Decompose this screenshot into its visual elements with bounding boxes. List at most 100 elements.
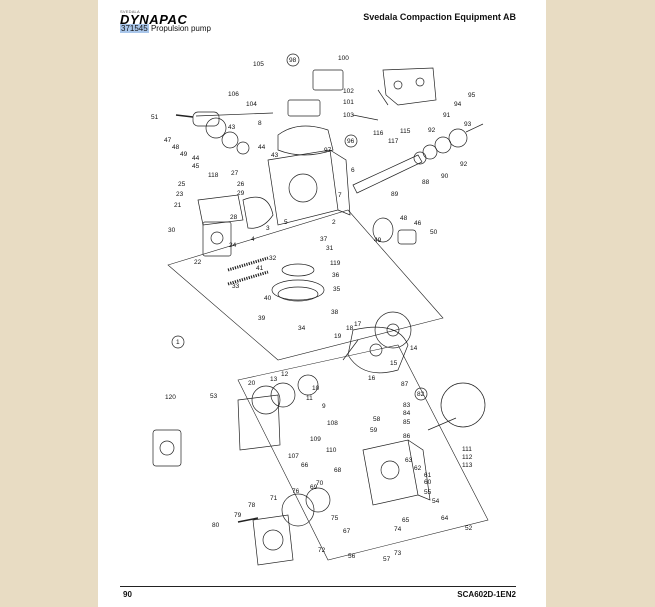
svg-text:88: 88 (422, 179, 430, 186)
svg-text:109: 109 (310, 436, 321, 443)
svg-text:90: 90 (441, 173, 449, 180)
svg-text:21: 21 (174, 202, 182, 209)
svg-text:102: 102 (343, 88, 354, 95)
svg-text:48: 48 (400, 215, 408, 222)
svg-text:45: 45 (192, 163, 200, 170)
svg-text:8: 8 (258, 120, 262, 127)
footer-rule (120, 586, 516, 587)
svg-text:105: 105 (253, 61, 264, 68)
svg-text:108: 108 (327, 420, 338, 427)
svg-text:7: 7 (338, 192, 342, 199)
svg-text:27: 27 (231, 170, 239, 177)
svg-text:106: 106 (228, 91, 239, 98)
svg-text:51: 51 (151, 114, 159, 121)
svg-text:36: 36 (332, 272, 340, 279)
svg-text:48: 48 (172, 144, 180, 151)
svg-text:120: 120 (165, 394, 176, 401)
svg-text:38: 38 (331, 309, 339, 316)
svg-text:117: 117 (388, 138, 399, 145)
brand-tagline: SVEDALA (120, 9, 140, 14)
svg-text:22: 22 (194, 259, 202, 266)
svg-text:40: 40 (264, 295, 272, 302)
svg-text:55: 55 (424, 489, 432, 496)
circled-82: 82 (417, 391, 425, 398)
svg-text:30: 30 (168, 227, 176, 234)
svg-text:69: 69 (310, 484, 318, 491)
svg-text:34: 34 (298, 325, 306, 332)
svg-text:118: 118 (208, 172, 219, 179)
svg-text:67: 67 (343, 528, 351, 535)
svg-text:13: 13 (270, 376, 278, 383)
doc-code: SCA602D-1EN2 (457, 590, 516, 599)
svg-text:86: 86 (403, 433, 411, 440)
svg-text:41: 41 (256, 265, 264, 272)
svg-text:91: 91 (443, 112, 451, 119)
svg-text:12: 12 (281, 371, 289, 378)
svg-text:103: 103 (343, 112, 354, 119)
svg-text:18: 18 (346, 325, 354, 332)
svg-text:71: 71 (270, 495, 278, 502)
exploded-parts-diagram: 105 100 106 104 102 101 103 51 8 47 48 4… (151, 53, 489, 566)
svg-text:11: 11 (306, 395, 313, 402)
svg-text:119: 119 (330, 260, 341, 267)
svg-text:19: 19 (334, 333, 342, 340)
svg-text:50: 50 (430, 229, 438, 236)
svg-text:4: 4 (251, 236, 255, 243)
svg-text:43: 43 (271, 152, 279, 159)
svg-text:61: 61 (424, 472, 432, 479)
svg-text:56: 56 (348, 553, 356, 560)
svg-text:28: 28 (230, 214, 238, 221)
svg-text:33: 33 (232, 283, 240, 290)
svg-text:20: 20 (248, 380, 256, 387)
callout-labels: 105 100 106 104 102 101 103 51 8 47 48 4… (151, 55, 476, 563)
svg-text:65: 65 (402, 517, 410, 524)
svg-text:100: 100 (338, 55, 349, 62)
svg-text:24: 24 (229, 242, 237, 249)
svg-text:26: 26 (237, 181, 245, 188)
svg-text:72: 72 (318, 547, 326, 554)
svg-text:32: 32 (269, 255, 277, 262)
svg-text:63: 63 (405, 457, 413, 464)
svg-text:115: 115 (400, 128, 411, 135)
svg-text:78: 78 (248, 502, 256, 509)
doc-title: Propulsion pump (150, 24, 211, 33)
svg-text:25: 25 (178, 181, 186, 188)
svg-text:70: 70 (316, 480, 324, 487)
svg-text:23: 23 (176, 191, 184, 198)
svg-text:107: 107 (288, 453, 299, 460)
svg-text:60: 60 (424, 479, 432, 486)
svg-text:6: 6 (351, 167, 355, 174)
svg-text:101: 101 (343, 99, 354, 106)
svg-text:92: 92 (428, 127, 436, 134)
svg-text:83: 83 (403, 402, 411, 409)
svg-text:112: 112 (462, 454, 473, 461)
svg-text:104: 104 (246, 101, 257, 108)
svg-text:58: 58 (373, 416, 381, 423)
svg-text:10: 10 (312, 385, 320, 392)
svg-text:47: 47 (164, 137, 172, 144)
svg-text:57: 57 (383, 556, 391, 563)
svg-text:80: 80 (212, 522, 220, 529)
svg-text:37: 37 (320, 236, 328, 243)
svg-text:79: 79 (234, 512, 242, 519)
svg-text:52: 52 (465, 525, 473, 532)
svg-text:59: 59 (370, 427, 378, 434)
svg-text:17: 17 (354, 321, 362, 328)
document-page: SVEDALA DYNAPAC Svedala Compaction Equip… (98, 0, 546, 607)
svg-text:89: 89 (391, 191, 399, 198)
svg-text:35: 35 (333, 286, 341, 293)
svg-text:97: 97 (324, 147, 332, 154)
svg-text:3: 3 (266, 225, 270, 232)
svg-text:31: 31 (326, 245, 334, 252)
page-number: 90 (123, 590, 132, 599)
svg-text:14: 14 (410, 345, 418, 352)
circled-96: 96 (347, 138, 355, 145)
svg-text:5: 5 (284, 219, 288, 226)
company-name: Svedala Compaction Equipment AB (363, 12, 516, 22)
svg-text:9: 9 (322, 403, 326, 410)
svg-text:43: 43 (228, 124, 236, 131)
svg-text:53: 53 (210, 393, 218, 400)
svg-text:46: 46 (414, 220, 422, 227)
svg-text:49: 49 (180, 151, 188, 158)
doc-number: 371545 (120, 24, 149, 33)
